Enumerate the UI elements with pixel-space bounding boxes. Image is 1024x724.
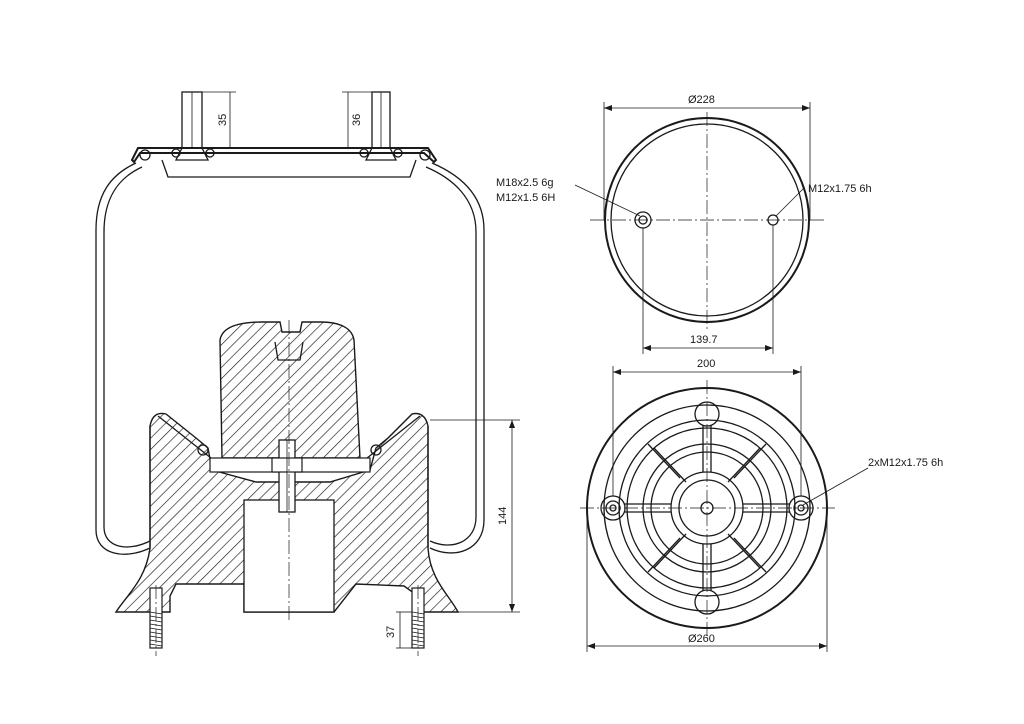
dim-bottom-stud: 37: [385, 626, 397, 638]
dim-height: 144: [497, 507, 509, 525]
side-section-view: [95, 91, 520, 656]
thread-label-right: M12x1.75 6h: [808, 183, 872, 195]
top-spacing-label: 139.7: [690, 334, 718, 346]
dim-stud-left: 35: [217, 114, 229, 126]
bottom-thread-label: 2xM12x1.75 6h: [868, 457, 943, 469]
top-diameter-label: Ø228: [688, 94, 715, 106]
bellows-outer: [95, 162, 151, 555]
bottom-view: [580, 366, 869, 652]
bumper-pad: [219, 321, 361, 459]
thread-label-left-1: M18x2.5 6g: [496, 177, 553, 189]
bottom-width-label: 200: [697, 358, 715, 370]
bottom-diameter-label: Ø260: [688, 633, 715, 645]
dim-stud-right: 36: [351, 114, 363, 126]
bead-ring-left: [139, 149, 151, 161]
thread-label-left-2: M12x1.5 6H: [496, 192, 555, 204]
bellows-outer-right: [429, 162, 485, 554]
top-view: [574, 102, 824, 354]
bead-ring-right: [419, 149, 431, 161]
